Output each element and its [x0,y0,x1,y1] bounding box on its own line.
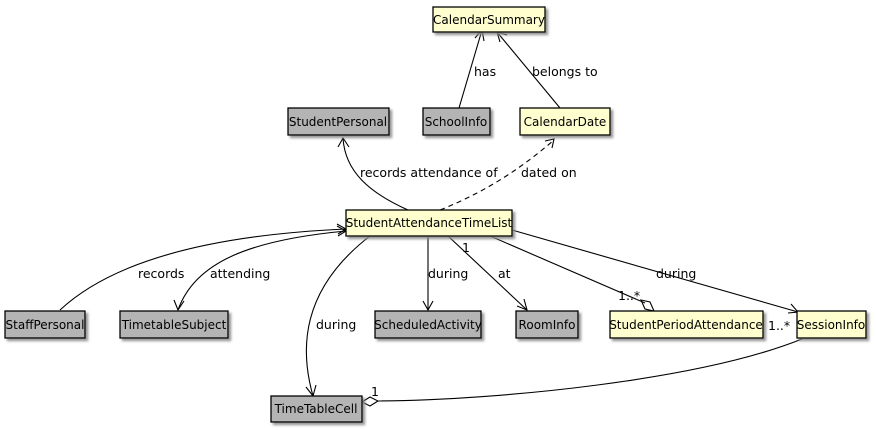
label-dated-on: dated on [521,165,577,180]
node-school-info-label: SchoolInfo [425,115,488,129]
edge-records [59,228,347,311]
label-during-session-info: during [656,266,696,281]
edge-has [458,29,483,109]
label-during-scheduled-activity: during [428,266,468,281]
edge-during-session-info [511,229,799,313]
node-session-info[interactable]: SessionInfo [796,310,867,339]
label-at: at [498,266,511,281]
node-calendar-date[interactable]: CalendarDate [519,107,611,136]
node-timetable-subject[interactable]: TimetableSubject [119,310,229,339]
label-has: has [474,64,496,79]
node-time-table-cell-label: TimeTableCell [274,402,358,416]
arrowhead-dated-on [544,138,555,149]
node-scheduled-activity-label: ScheduledActivity [374,318,482,332]
multiplicity-session-info: 1..* [768,318,790,333]
node-room-info[interactable]: RoomInfo [515,310,579,339]
edge-at [447,235,528,311]
node-time-table-cell[interactable]: TimeTableCell [270,395,363,423]
node-student-personal-label: StudentPersonal [289,115,387,129]
node-student-personal[interactable]: StudentPersonal [287,107,390,136]
multiplicity-time-table-cell: 1 [371,384,379,399]
node-staff-personal-label: StaffPersonal [6,318,85,332]
edge-dated-on [439,139,555,211]
node-student-attendance-time-list-label: StudentAttendanceTimeList [346,216,513,230]
edge-belongs-to [496,31,561,109]
label-belongs-to: belongs to [532,64,598,79]
node-timetable-subject-label: TimetableSubject [121,318,227,332]
label-records-attendance-of: records attendance of [360,165,498,180]
edge-attending [177,230,347,311]
node-calendar-summary[interactable]: CalendarSummary [432,6,546,33]
node-student-period-attendance[interactable]: StudentPeriodAttendance [609,310,764,339]
edge-records-attendance-of [342,137,409,211]
multiplicity-student-period-attendance: 1..* [618,288,640,303]
node-room-info-label: RoomInfo [519,318,576,332]
edge-student-period-attendance [489,235,646,304]
edges [59,28,803,407]
multiplicity-room-info: 1 [462,240,470,255]
label-attending: attending [210,266,270,281]
node-session-info-label: SessionInfo [797,318,866,332]
arrowhead-records-attendance-of [337,136,350,148]
node-scheduled-activity[interactable]: ScheduledActivity [374,310,482,339]
arrowhead-attending [173,299,185,312]
aggregation-diamond-time-table-cell [360,396,380,407]
node-staff-personal[interactable]: StaffPersonal [4,310,86,339]
label-during-time-table-cell: during [316,317,356,332]
arrowhead-at [516,298,528,311]
node-student-period-attendance-label: StudentPeriodAttendance [609,318,763,332]
arrowhead-during-scheduled-activity [422,300,434,312]
label-records: records [138,266,184,281]
node-student-attendance-time-list[interactable]: StudentAttendanceTimeList [345,209,513,237]
edge-session-info-time-table-cell [377,338,803,402]
node-calendar-date-label: CalendarDate [524,115,607,129]
edge-labels: has belongs to records attendance of dat… [138,64,790,399]
node-calendar-summary-label: CalendarSummary [433,13,545,27]
aggregation-diamond-student-period-attendance [640,299,655,312]
edge-during-time-table-cell [305,235,371,397]
node-school-info[interactable]: SchoolInfo [422,107,491,136]
